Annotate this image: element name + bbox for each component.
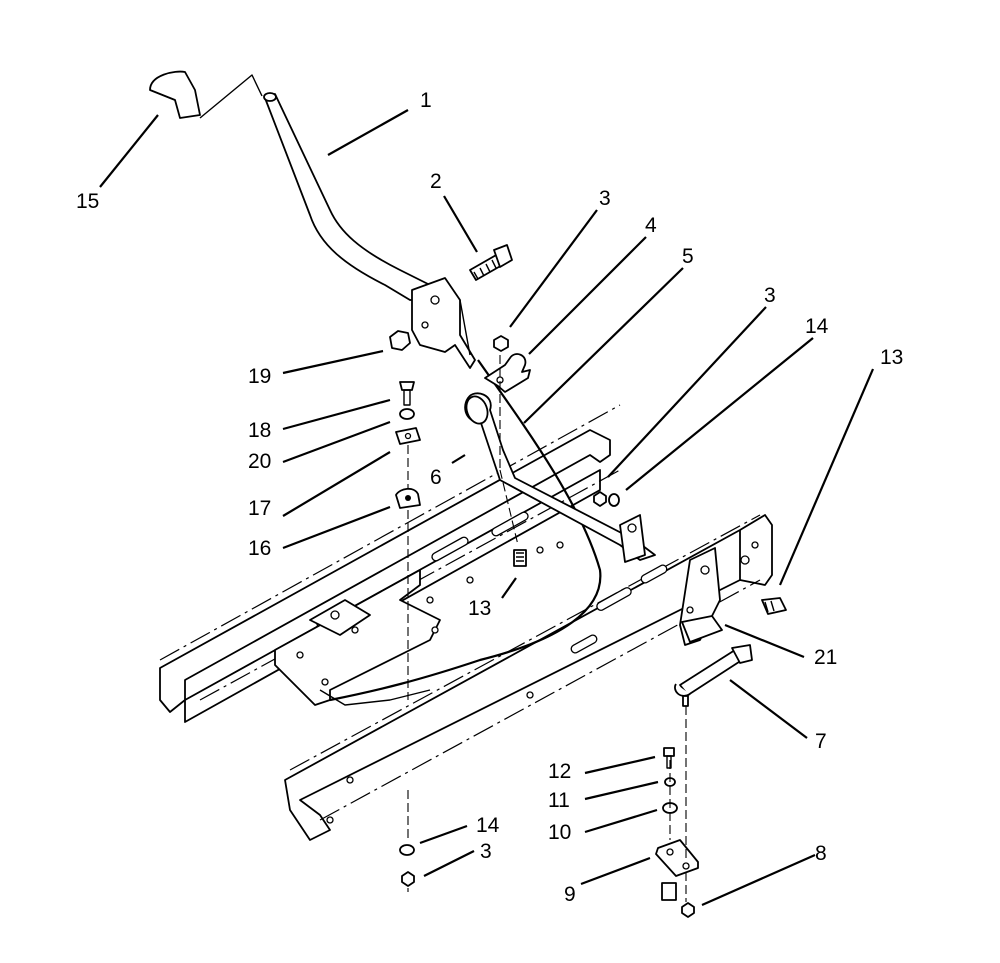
nut xyxy=(389,330,411,351)
callout-10: 10 xyxy=(548,821,571,844)
shift-arm xyxy=(679,547,723,646)
bolt xyxy=(469,244,513,281)
clip xyxy=(395,427,421,445)
nut xyxy=(681,902,695,918)
callout-6: 6 xyxy=(430,466,442,489)
callout-14: 14 xyxy=(805,315,829,338)
lever-knob xyxy=(149,70,201,119)
callout-3: 3 xyxy=(480,840,492,863)
callout-labels: 1 2 3 4 5 3 14 13 15 19 18 20 6 17 16 13… xyxy=(76,89,903,906)
washer xyxy=(608,493,620,507)
nut xyxy=(493,335,509,352)
callout-11: 11 xyxy=(548,789,570,812)
washer xyxy=(399,408,415,420)
pad xyxy=(395,487,421,509)
callout-21: 21 xyxy=(814,646,837,669)
spacer xyxy=(661,882,677,901)
cable-clamp xyxy=(484,353,531,393)
callout-2: 2 xyxy=(430,170,442,193)
nut xyxy=(593,491,607,507)
bolt xyxy=(761,597,787,615)
assembly-lines xyxy=(407,355,687,902)
callout-16: 16 xyxy=(248,537,271,560)
bolt xyxy=(513,549,527,567)
washer xyxy=(399,844,415,856)
callout-7: 7 xyxy=(815,730,827,753)
callout-8: 8 xyxy=(815,842,827,865)
callout-13: 13 xyxy=(880,346,903,369)
callout-3: 3 xyxy=(599,187,611,210)
callout-5: 5 xyxy=(682,245,694,268)
callout-17: 17 xyxy=(248,497,271,520)
callout-4: 4 xyxy=(645,214,657,237)
linkage-rod xyxy=(674,644,753,707)
callout-1: 1 xyxy=(420,89,432,112)
callout-13: 13 xyxy=(468,597,491,620)
callout-15: 15 xyxy=(76,190,99,213)
callout-9: 9 xyxy=(564,883,576,906)
callout-20: 20 xyxy=(248,450,271,473)
callout-12: 12 xyxy=(548,760,571,783)
control-cable xyxy=(329,359,602,702)
carriage-bolt xyxy=(399,381,415,406)
frame-rail-lower xyxy=(284,514,773,841)
callout-18: 18 xyxy=(248,419,271,442)
shift-lever xyxy=(199,74,431,301)
callout-3: 3 xyxy=(764,284,776,307)
pivot-arm xyxy=(619,514,646,563)
nut xyxy=(401,871,415,887)
lever-bracket xyxy=(411,277,476,369)
mount-plate xyxy=(274,569,441,706)
strap xyxy=(655,839,699,877)
leader-lines xyxy=(99,109,875,907)
bolt xyxy=(663,747,675,769)
callout-19: 19 xyxy=(248,365,271,388)
callout-14: 14 xyxy=(476,814,500,837)
